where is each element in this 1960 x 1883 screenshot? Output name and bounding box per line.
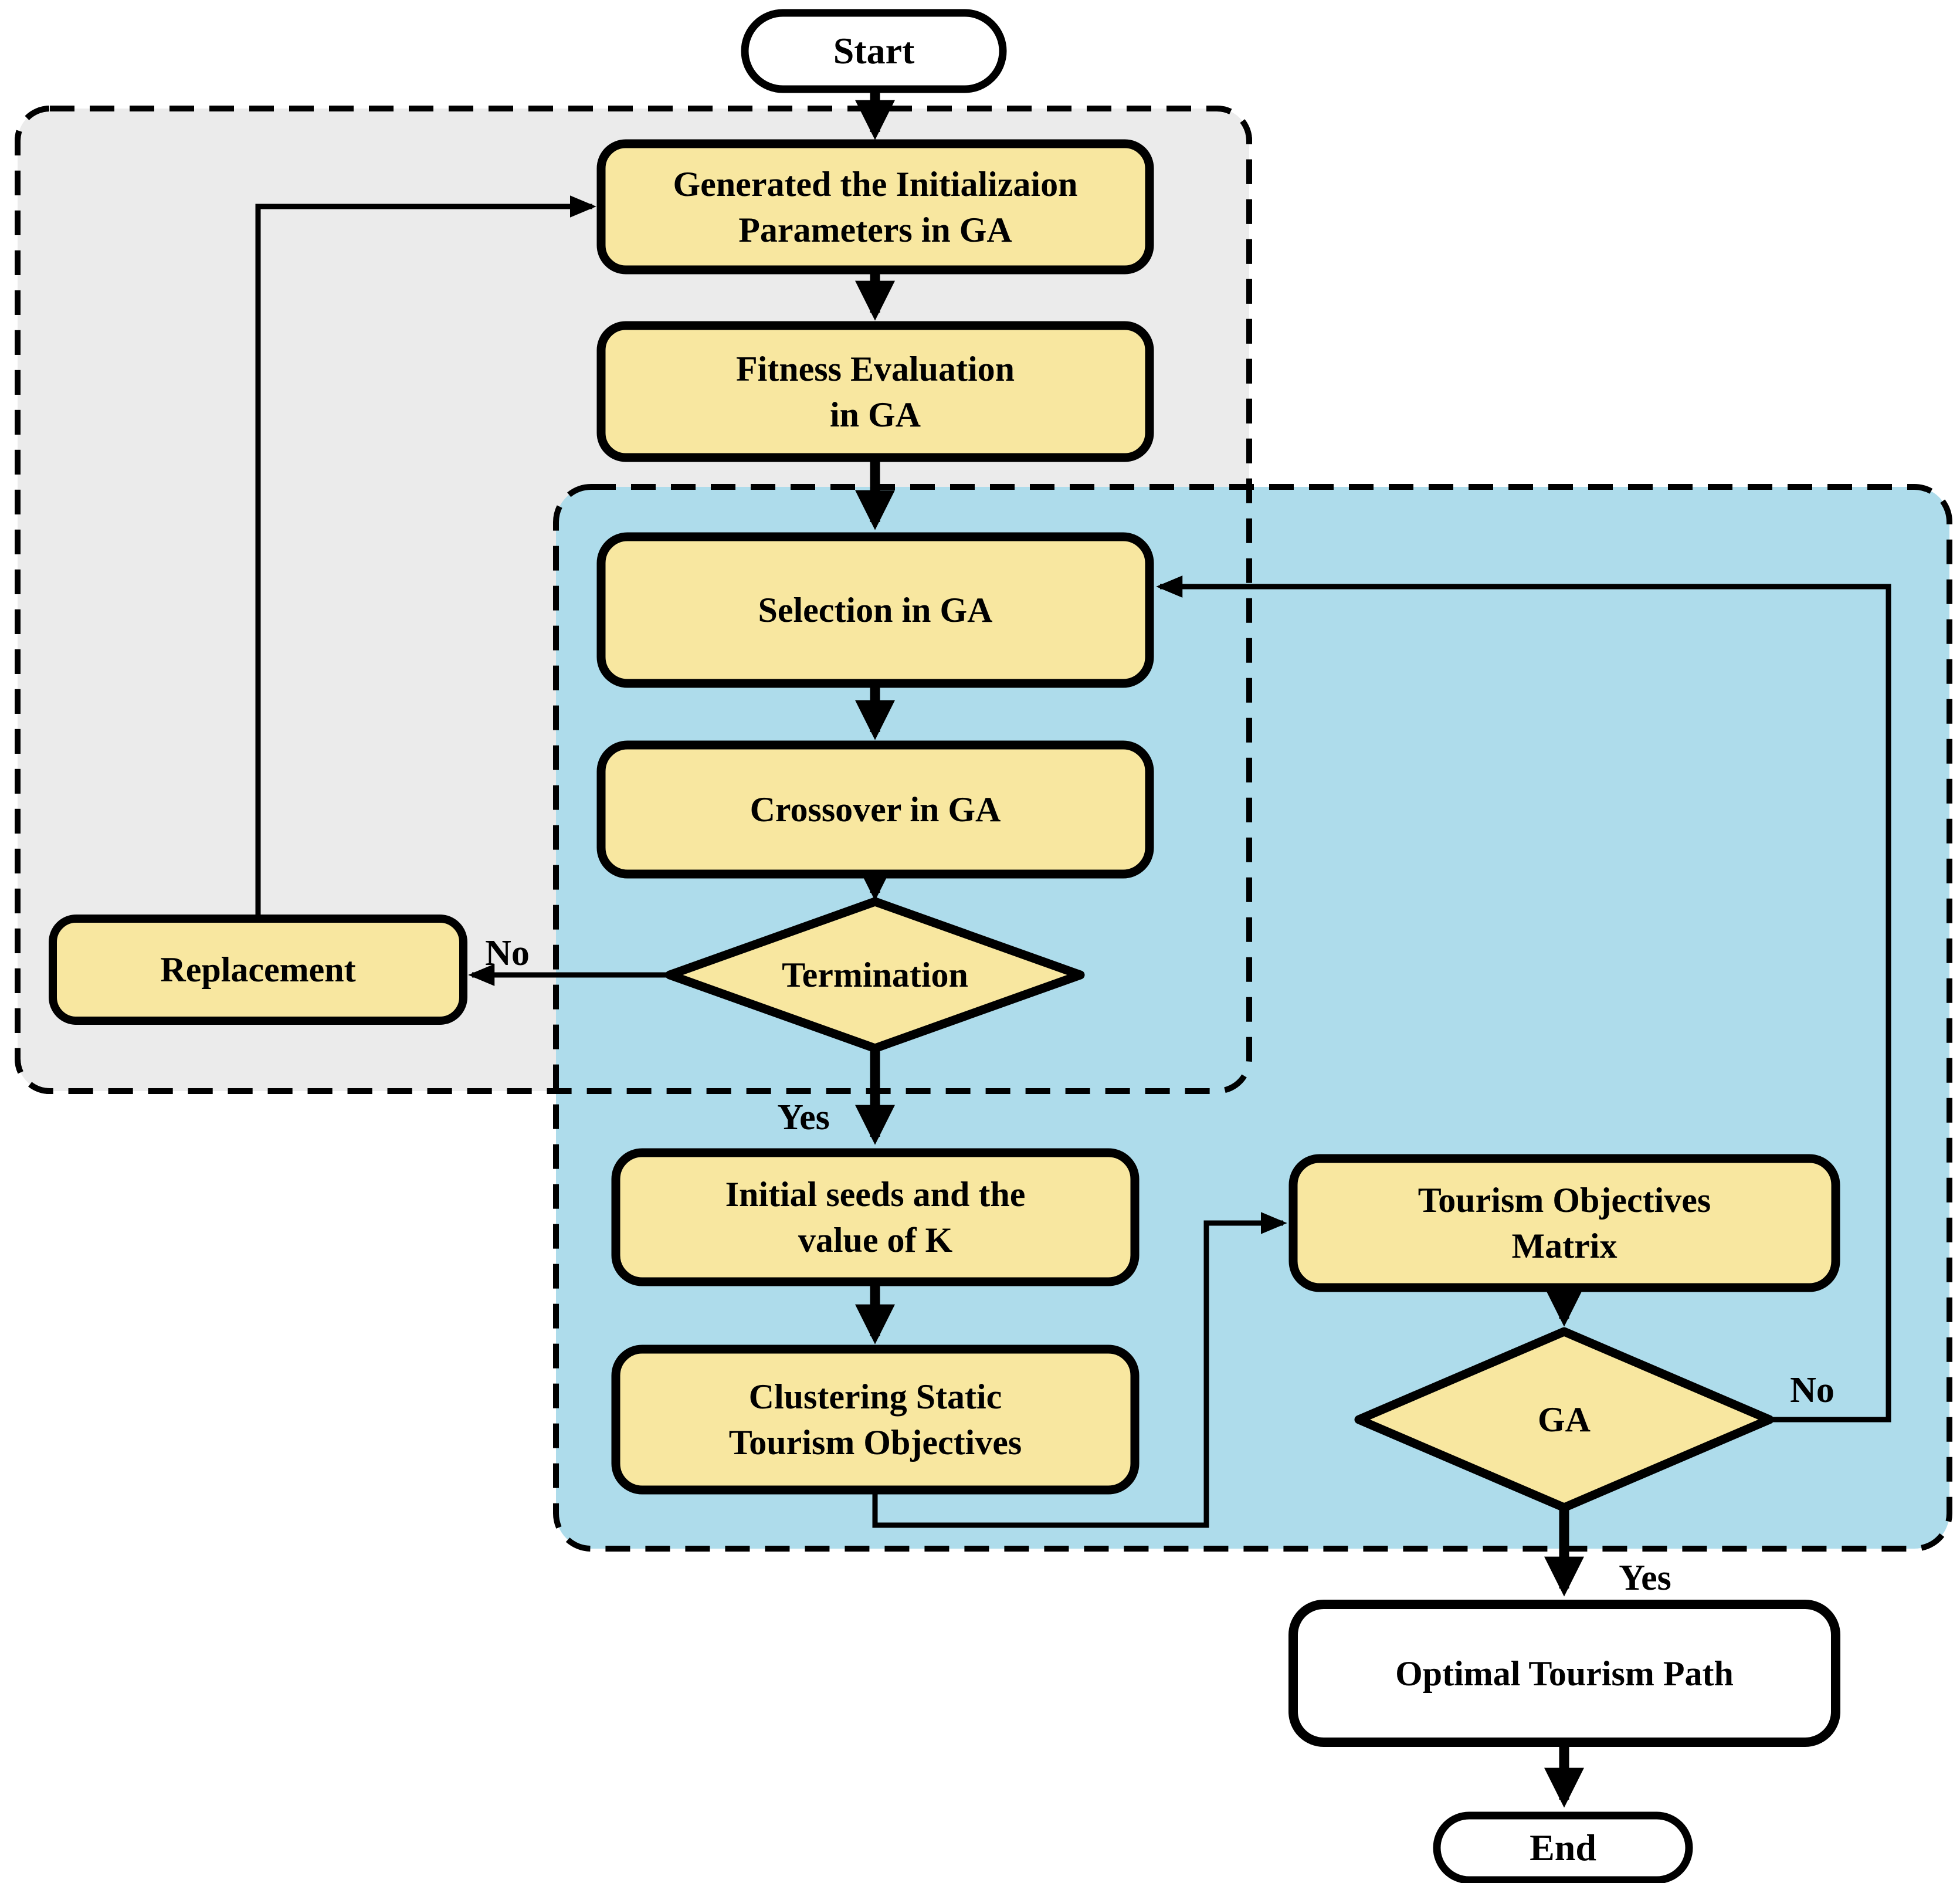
node-end-shape (1433, 1811, 1693, 1883)
node-end-label: End (1530, 1827, 1596, 1868)
edge-replacement-to-init (255, 195, 596, 919)
node-initial-seeds-shape (611, 1148, 1140, 1286)
node-fitness-label: Fitness Evaluation in GA (601, 326, 1149, 458)
node-clustering-line1: Clustering Static (748, 1377, 1002, 1416)
node-optimal-shape (1288, 1600, 1840, 1747)
node-selection-shape (596, 532, 1154, 688)
node-init-shape (596, 139, 1154, 275)
node-initial-seeds-line2: value of K (798, 1221, 953, 1259)
node-fitness-line2: in GA (829, 395, 921, 434)
node-crossover-label: Crossover in GA (750, 790, 1001, 829)
node-start-shape (741, 9, 1007, 93)
node-ga-shape (1354, 1327, 1774, 1512)
edge-label-ga-yes: Yes (1619, 1557, 1671, 1598)
node-fitness-shape (596, 321, 1154, 462)
node-termination-shape (665, 897, 1085, 1053)
node-optimal-label: Optimal Tourism Path (1395, 1654, 1734, 1693)
node-replacement-label: Replacement (160, 950, 356, 989)
node-clustering-shape (611, 1344, 1140, 1495)
node-crossover-shape (596, 740, 1154, 879)
edge-ga-no-to-selection (1156, 575, 1891, 1423)
node-termination-label: Termination (782, 956, 968, 994)
node-matrix-line2: Matrix (1511, 1227, 1617, 1265)
edge-clustering-to-matrix (872, 1212, 1287, 1528)
node-ga-label: GA (1538, 1400, 1591, 1439)
node-selection-label: Selection in GA (758, 591, 993, 629)
node-start-label: Start (833, 30, 915, 72)
node-replacement-shape (49, 915, 467, 1025)
node-initial-seeds-line1: Initial seeds and the (725, 1175, 1026, 1214)
node-init-line2: Parameters in GA (738, 210, 1012, 249)
edge-label-termination-yes: Yes (777, 1097, 830, 1137)
ga-region-border-overlay (15, 106, 1252, 1094)
node-init-line1: Generated the Initializaion (673, 164, 1078, 204)
edge-label-termination-no: No (485, 933, 530, 973)
node-fitness-line1: Fitness Evaluation (735, 349, 1015, 388)
node-initial-seeds-label: Initial seeds and the value of K (616, 1153, 1135, 1282)
node-matrix-shape (1288, 1154, 1840, 1292)
node-clustering-line2: Tourism Objectives (728, 1423, 1022, 1462)
edge-label-ga-no: No (1790, 1370, 1834, 1410)
node-matrix-line1: Tourism Objectives (1418, 1181, 1711, 1220)
